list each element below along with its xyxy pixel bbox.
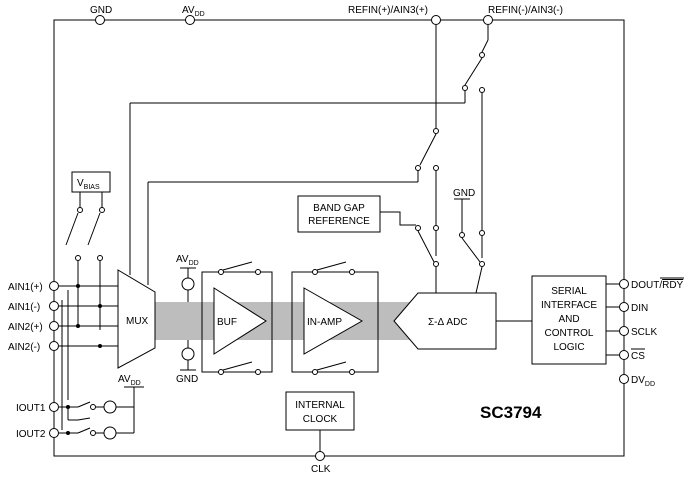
vbias-switches (65, 192, 105, 330)
serial-label-4: CONTROL (545, 328, 594, 339)
refin-neg-pin-label: REFIN(-)/AIN3(-) (488, 5, 563, 16)
buf-gnd-label: GND (176, 374, 198, 385)
input-wires (59, 284, 118, 430)
ain1-neg-pin[interactable] (49, 301, 59, 311)
in-amp-label: IN-AMP (307, 317, 342, 328)
dout-rdy-label: DOUT/RDY (631, 280, 684, 291)
vbias-block (71, 171, 111, 193)
mux-label: MUX (126, 316, 149, 327)
mux-block (117, 269, 156, 369)
serial-label-1: SERIAL (551, 286, 587, 297)
avdd-pin[interactable] (185, 15, 195, 25)
ain1-neg-label: AIN1(-) (8, 302, 40, 313)
din-pin[interactable] (619, 302, 629, 312)
serial-label-5: LOGIC (553, 342, 584, 353)
cs-label: CS (631, 351, 645, 362)
iout2-label: IOUT2 (16, 429, 46, 440)
ain1-pos-label: AIN1(+) (8, 282, 43, 293)
serial-label-3: AND (558, 314, 579, 325)
adc-label: Σ-Δ ADC (428, 317, 468, 328)
iout1-pin[interactable] (49, 402, 59, 412)
iout-current-sources (59, 386, 144, 440)
digital-pin-wires (606, 283, 620, 356)
serial-label-2: INTERFACE (541, 300, 597, 311)
din-label: DIN (631, 303, 648, 314)
dvdd-label: DVDD (631, 375, 655, 388)
dout-rdy-pin[interactable] (619, 279, 629, 289)
vbias-label: VBIAS (77, 178, 100, 191)
buf-current-sources (180, 267, 196, 371)
iout2-pin[interactable] (49, 428, 59, 438)
gnd-pin[interactable] (95, 15, 105, 25)
refin-neg-pin[interactable] (483, 15, 493, 25)
ain2-pos-label: AIN2(+) (8, 322, 43, 333)
ain1-pos-pin[interactable] (49, 281, 59, 291)
buf-avdd-label: AVDD (176, 254, 199, 267)
buf-label: BUF (217, 317, 237, 328)
clock-label-1: INTERNAL (295, 400, 345, 411)
clk-label: CLK (311, 464, 331, 475)
internal-clock-block (285, 391, 355, 431)
reference-gnd-label: GND (453, 188, 475, 199)
chip-outline (53, 19, 625, 457)
bandgap-label-1: BAND GAP (313, 203, 365, 214)
reference-switch-network (129, 25, 489, 294)
ain2-neg-pin[interactable] (49, 341, 59, 351)
bandgap-label-2: REFERENCE (308, 216, 370, 227)
sclk-label: SCLK (631, 327, 657, 338)
refin-pos-pin[interactable] (431, 15, 441, 25)
in-amp-stage: IN-AMP (291, 261, 379, 375)
ain2-pos-pin[interactable] (49, 321, 59, 331)
clk-pin[interactable] (315, 451, 325, 461)
buf-stage: BUF (201, 261, 273, 375)
clock-label-2: CLOCK (303, 414, 338, 425)
bandgap-reference-block (297, 195, 381, 233)
ain2-neg-label: AIN2(-) (8, 342, 40, 353)
serial-interface-block (531, 275, 607, 365)
dvdd-pin[interactable] (619, 374, 629, 384)
cs-pin[interactable] (619, 350, 629, 360)
gnd-pin-label: GND (90, 5, 112, 16)
iout1-label: IOUT1 (16, 403, 46, 414)
part-number: SC3794 (480, 403, 542, 422)
avdd-pin-label: AVDD (182, 5, 205, 18)
sclk-pin[interactable] (619, 326, 629, 336)
refin-pos-pin-label: REFIN(+)/AIN3(+) (348, 5, 428, 16)
iout-avdd-label: AVDD (118, 374, 141, 387)
